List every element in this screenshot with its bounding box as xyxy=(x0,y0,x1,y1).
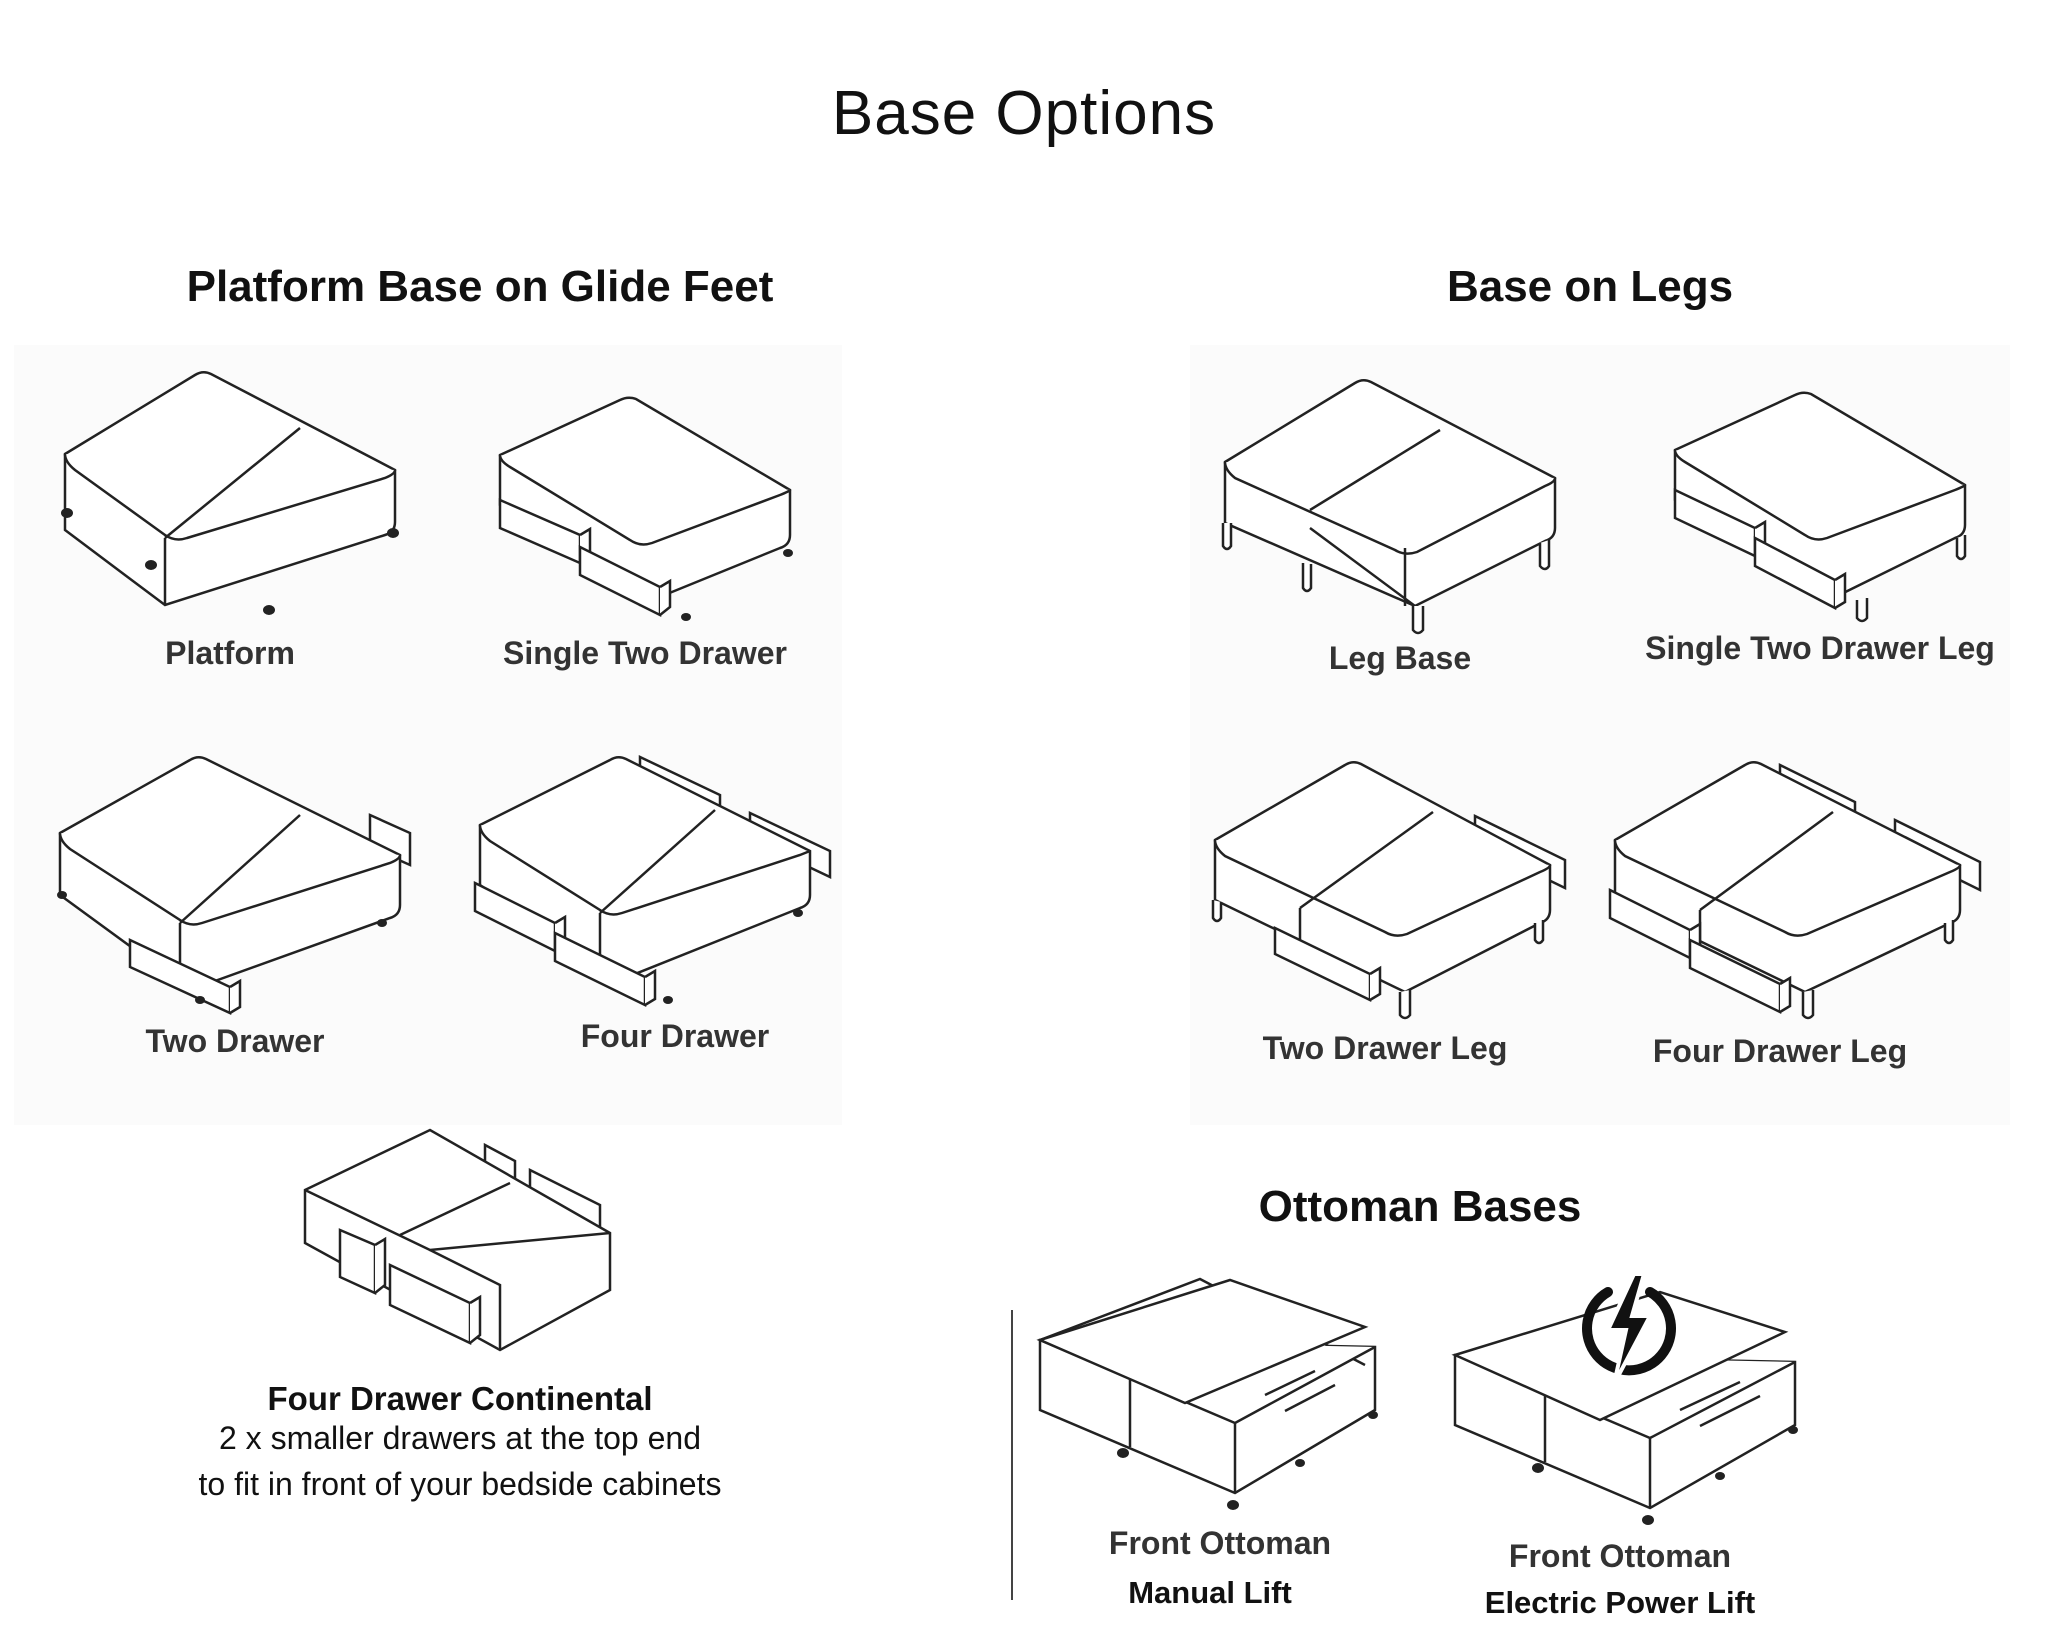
four-drawer-continental-label: Four Drawer Continental xyxy=(267,1380,653,1417)
platform-section-heading: Platform Base on Glide Feet xyxy=(186,262,774,311)
front-ottoman-electric-label: Front Ottoman xyxy=(1508,1538,1732,1574)
single-two-drawer-leg-label: Single Two Drawer Leg xyxy=(1645,630,1995,666)
four-drawer-label: Four Drawer xyxy=(580,1018,770,1054)
four-drawer-bed-illustration xyxy=(470,755,840,1010)
four-drawer-leg-illustration xyxy=(1605,760,1990,1030)
continental-note-line-1: 2 x smaller drawers at the top end xyxy=(218,1420,701,1456)
four-drawer-leg-label: Four Drawer Leg xyxy=(1652,1033,1908,1069)
two-drawer-leg-illustration xyxy=(1205,760,1575,1030)
platform-label: Platform xyxy=(165,635,295,671)
four-drawer-continental-illustration xyxy=(300,1125,620,1355)
front-ottoman-manual-illustration xyxy=(1035,1275,1378,1510)
two-drawer-leg-label: Two Drawer Leg xyxy=(1262,1030,1508,1066)
ottoman-section-heading: Ottoman Bases xyxy=(1258,1182,1582,1231)
electric-power-lift-label: Electric Power Lift xyxy=(1484,1585,1756,1620)
page-title: Base Options xyxy=(831,79,1217,148)
front-ottoman-manual-label: Front Ottoman xyxy=(1108,1525,1332,1561)
legs-section-heading: Base on Legs xyxy=(1446,262,1734,311)
leg-base-label: Leg Base xyxy=(1328,640,1472,676)
continental-note-line-2: to fit in front of your bedside cabinets xyxy=(198,1466,722,1502)
ottoman-divider xyxy=(1011,1310,1013,1600)
two-drawer-label: Two Drawer xyxy=(145,1023,325,1059)
single-two-drawer-label: Single Two Drawer xyxy=(503,635,787,671)
lightning-power-icon xyxy=(1572,1272,1682,1387)
leg-base-bed-illustration xyxy=(1215,378,1575,648)
manual-lift-label: Manual Lift xyxy=(1128,1575,1292,1610)
two-drawer-bed-illustration xyxy=(57,755,420,1015)
single-two-drawer-bed-illustration xyxy=(490,395,793,621)
platform-bed-illustration xyxy=(61,370,399,615)
single-two-drawer-leg-illustration xyxy=(1665,390,1975,630)
